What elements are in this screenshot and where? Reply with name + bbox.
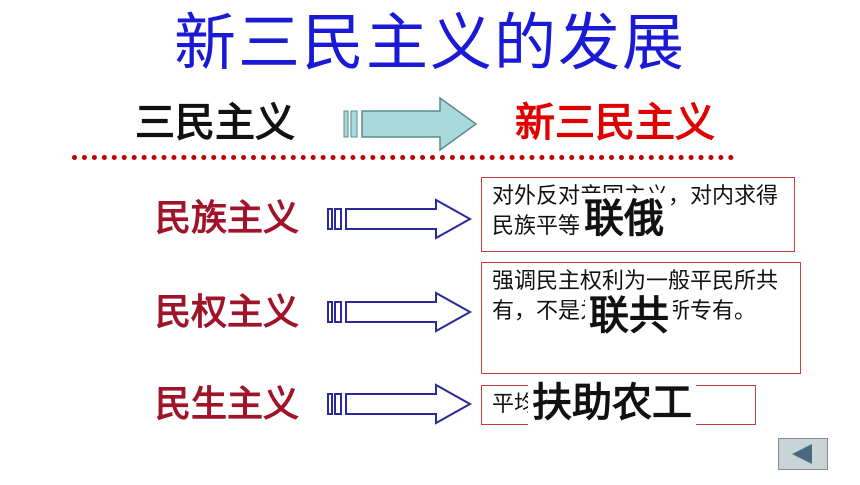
back-triangle-icon	[792, 444, 812, 464]
arrow-right-icon	[327, 383, 473, 425]
heading-new-three-principles: 新三民主义	[515, 100, 715, 146]
arrow-right-icon	[327, 291, 473, 333]
big-arrow-icon	[343, 96, 478, 152]
back-button[interactable]	[778, 438, 828, 470]
overlay-assist-peasants-workers: 扶助农工	[528, 377, 696, 429]
dotted-divider	[72, 155, 734, 160]
row-label-democracy: 民权主义	[155, 292, 300, 333]
heading-three-principles: 三民主义	[135, 100, 295, 146]
row-label-livelihood: 民生主义	[155, 384, 300, 425]
slide-title: 新三民主义的发展	[173, 6, 686, 79]
row-label-nationalism: 民族主义	[155, 198, 300, 239]
overlay-ally-communists: 联共	[585, 290, 673, 342]
overlay-ally-russia: 联俄	[580, 193, 668, 245]
arrow-right-icon	[327, 198, 473, 240]
